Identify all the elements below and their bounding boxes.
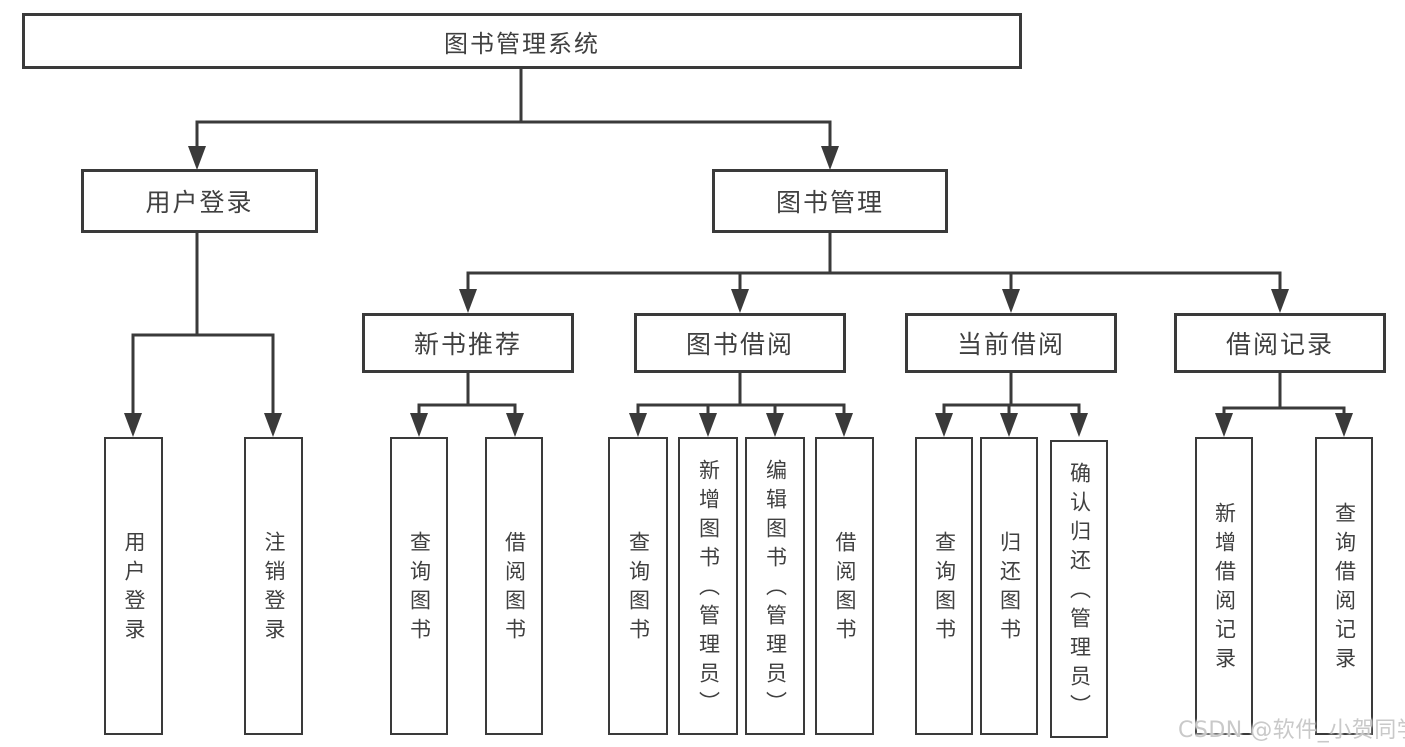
node-leaf-borrow-books-1: 借阅图书 bbox=[485, 437, 543, 735]
node-leaf-edit-books-admin: 编辑图书（管理员） bbox=[745, 437, 805, 735]
node-borrowing-records: 借阅记录 bbox=[1174, 313, 1386, 373]
node-root-library-system: 图书管理系统 bbox=[22, 13, 1022, 69]
node-leaf-borrow-books-2: 借阅图书 bbox=[815, 437, 874, 735]
node-book-borrowing: 图书借阅 bbox=[634, 313, 846, 373]
node-leaf-query-books-2: 查询图书 bbox=[608, 437, 668, 735]
node-leaf-query-books-1: 查询图书 bbox=[390, 437, 448, 735]
node-leaf-query-books-3: 查询图书 bbox=[915, 437, 973, 735]
node-leaf-return-books: 归还图书 bbox=[980, 437, 1038, 735]
node-book-management-branch: 图书管理 bbox=[712, 169, 948, 233]
csdn-watermark: CSDN @软件_小贺同学 bbox=[1178, 718, 1405, 743]
node-leaf-add-books-admin: 新增图书（管理员） bbox=[678, 437, 738, 735]
node-leaf-user-login: 用户登录 bbox=[104, 437, 163, 735]
node-leaf-query-borrow-record: 查询借阅记录 bbox=[1315, 437, 1373, 735]
node-current-borrowing: 当前借阅 bbox=[905, 313, 1117, 373]
node-leaf-add-borrow-record: 新增借阅记录 bbox=[1195, 437, 1253, 735]
node-user-login-branch: 用户登录 bbox=[81, 169, 318, 233]
node-leaf-confirm-return-admin: 确认归还（管理员） bbox=[1050, 440, 1108, 738]
node-leaf-logout: 注销登录 bbox=[244, 437, 303, 735]
node-new-book-recommend: 新书推荐 bbox=[362, 313, 574, 373]
